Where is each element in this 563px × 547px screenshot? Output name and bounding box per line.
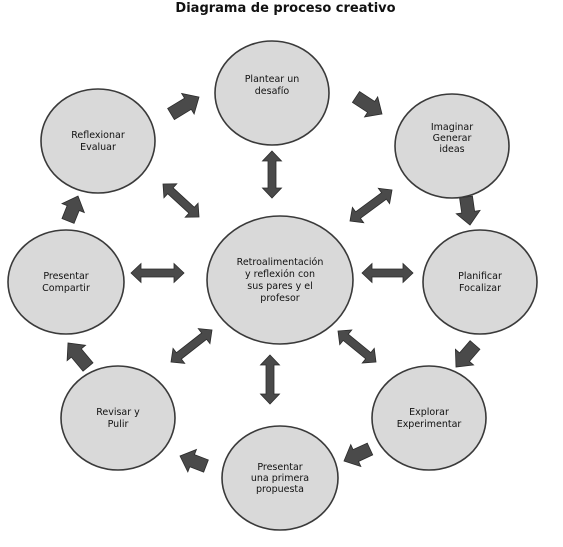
node-circle [221,425,339,531]
node-label-line: Generar [433,133,472,144]
node-label-line: Presentar [257,462,302,473]
node-label-line: Retroalimentación [237,257,324,268]
node-label-line: Plantear un [245,74,300,85]
node-label-line: Presentar [43,271,88,282]
node-label-line: Planificar [458,271,502,282]
feedback-arrow-reflexionar [162,183,200,218]
feedback-arrow-revisar [170,328,213,364]
cycle-arrow-propuesta-to-revisar [179,448,209,473]
feedback-arrow-imaginar [349,187,393,224]
feedback-arrow-compartir [130,262,185,284]
cycle-arrow-explorar-to-propuesta [343,442,374,468]
node-label-line: una primera [251,473,309,484]
node-label-line: Experimentar [397,419,462,430]
node-label-line: Explorar [409,407,449,418]
feedback-arrow-explorar [337,329,377,364]
cycle-arrow-planificar-to-explorar [454,340,481,368]
node-circle [371,365,487,471]
arrows-layer [61,91,481,473]
node-label-line: Imaginar [431,122,473,133]
node-label-line: Pulir [108,419,129,430]
node-circle [214,40,330,146]
node-circle [422,229,538,335]
node-label-line: Focalizar [459,283,501,294]
node-label-line: sus pares y el [247,281,312,292]
feedback-arrow-planificar [361,262,414,284]
cycle-arrow-plantear-to-imaginar [351,91,383,118]
cycle-arrow-reflexionar-to-plantear [167,92,200,121]
node-label-line: Compartir [42,283,90,294]
diagram-title: Diagrama de proceso creativo [175,1,396,16]
node-label-line: y reflexión con [245,269,315,280]
node-circle [7,229,125,335]
node-label-line: profesor [260,293,299,304]
cycle-arrow-compartir-to-reflexionar [61,195,86,224]
feedback-arrow-propuesta [259,354,281,405]
node-label-line: Reflexionar [71,130,125,141]
node-label-line: desafío [255,86,290,97]
node-circle [60,365,176,471]
feedback-arrow-plantear [261,150,283,199]
node-label-line: propuesta [256,484,304,495]
node-label-line: ideas [439,144,464,155]
node-circle [394,93,510,199]
node-label-line: Evaluar [80,142,116,153]
cycle-arrow-revisar-to-compartir [66,342,94,372]
cycle-arrow-imaginar-to-planificar [455,195,481,226]
node-label-line: Revisar y [96,407,140,418]
node-circle [40,88,156,194]
node-circle [206,215,354,345]
